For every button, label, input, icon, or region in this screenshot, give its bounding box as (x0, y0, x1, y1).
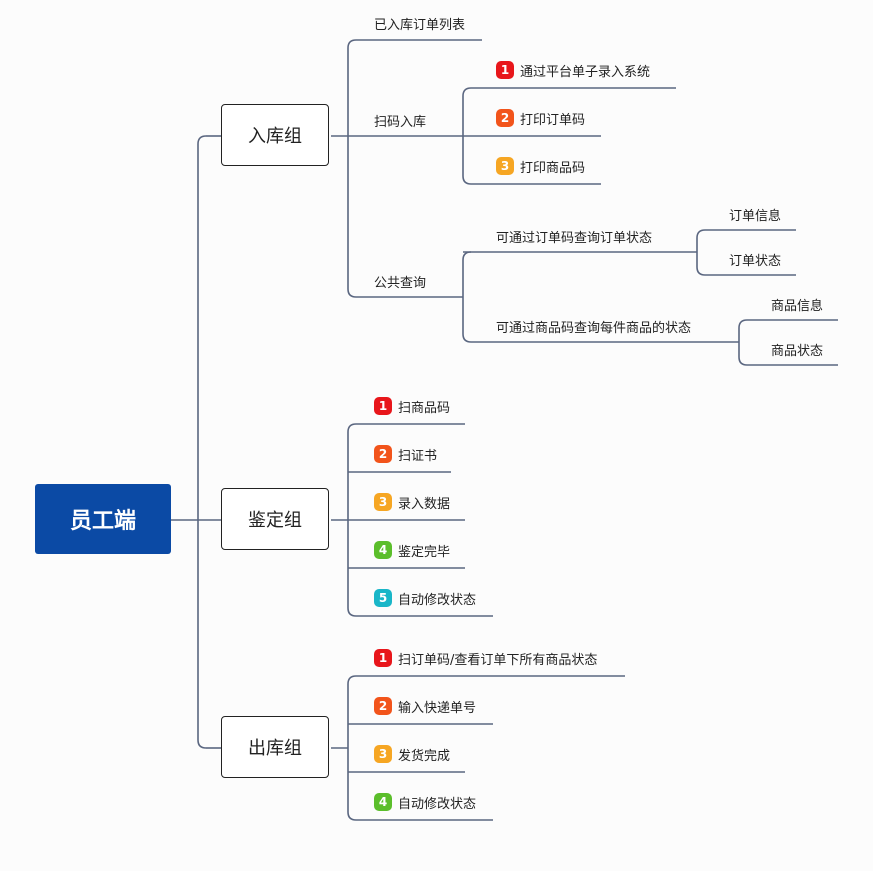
step-item[interactable]: 2 打印订单码 (496, 108, 585, 128)
step-item[interactable]: 2 扫证书 (374, 444, 437, 464)
number-badge-icon: 3 (374, 745, 392, 763)
step-label: 录入数据 (398, 496, 451, 512)
connector-spine (197, 135, 207, 749)
public-query[interactable]: 公共查询 (374, 275, 427, 291)
step-item[interactable]: 3 录入数据 (374, 492, 450, 512)
group-outbound[interactable]: 出库组 (221, 716, 329, 778)
inbound-order-list[interactable]: 已入库订单列表 (374, 17, 466, 33)
product-info[interactable]: 商品信息 (771, 298, 824, 314)
group-appraisal[interactable]: 鉴定组 (221, 488, 329, 550)
number-badge-icon: 4 (374, 541, 392, 559)
number-badge-icon: 3 (496, 157, 514, 175)
connector-spine (347, 39, 357, 298)
connector-spine (696, 229, 706, 276)
step-item[interactable]: 4 自动修改状态 (374, 792, 476, 812)
number-badge-icon: 2 (496, 109, 514, 127)
step-item[interactable]: 1 扫商品码 (374, 396, 450, 416)
connector-spine (347, 675, 357, 821)
step-item[interactable]: 4 鉴定完毕 (374, 540, 450, 560)
step-label: 打印商品码 (520, 160, 586, 176)
connector-spine (738, 319, 748, 366)
step-label: 自动修改状态 (398, 592, 477, 608)
number-badge-icon: 1 (496, 61, 514, 79)
number-badge-icon: 5 (374, 589, 392, 607)
query-by-product[interactable]: 可通过商品码查询每件商品的状态 (496, 320, 692, 336)
root-node[interactable]: 员工端 (35, 484, 171, 554)
product-status[interactable]: 商品状态 (771, 343, 824, 359)
step-item[interactable]: 1 扫订单码/查看订单下所有商品状态 (374, 648, 597, 668)
step-item[interactable]: 3 发货完成 (374, 744, 450, 764)
step-label: 发货完成 (398, 748, 451, 764)
connector-spine (462, 251, 472, 343)
step-label: 打印订单码 (520, 112, 586, 128)
number-badge-icon: 1 (374, 649, 392, 667)
step-label: 扫证书 (398, 448, 438, 464)
step-label: 自动修改状态 (398, 796, 477, 812)
order-status[interactable]: 订单状态 (729, 253, 782, 269)
step-item[interactable]: 3 打印商品码 (496, 156, 585, 176)
group-inbound[interactable]: 入库组 (221, 104, 329, 166)
step-item[interactable]: 1 通过平台单子录入系统 (496, 60, 650, 80)
step-label: 输入快递单号 (398, 700, 477, 716)
step-label: 扫订单码/查看订单下所有商品状态 (398, 652, 598, 668)
step-label: 通过平台单子录入系统 (520, 64, 651, 80)
number-badge-icon: 2 (374, 697, 392, 715)
step-label: 扫商品码 (398, 400, 451, 416)
number-badge-icon: 4 (374, 793, 392, 811)
scan-inbound[interactable]: 扫码入库 (374, 114, 427, 130)
query-by-order[interactable]: 可通过订单码查询订单状态 (496, 230, 653, 246)
step-item[interactable]: 2 输入快递单号 (374, 696, 476, 716)
step-label: 鉴定完毕 (398, 544, 451, 560)
number-badge-icon: 1 (374, 397, 392, 415)
order-info[interactable]: 订单信息 (729, 208, 782, 224)
number-badge-icon: 2 (374, 445, 392, 463)
step-item[interactable]: 5 自动修改状态 (374, 588, 476, 608)
number-badge-icon: 3 (374, 493, 392, 511)
